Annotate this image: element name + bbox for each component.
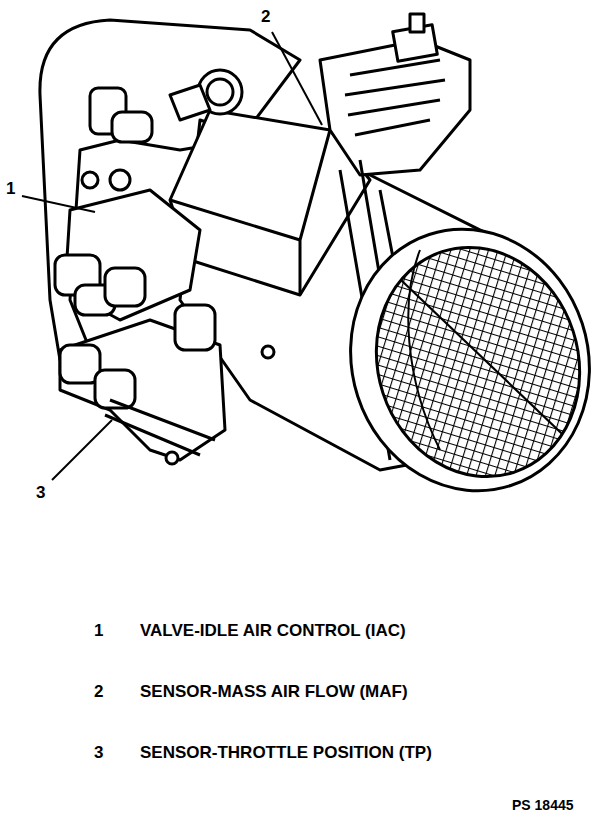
key-number: 1 (94, 622, 103, 639)
callout-number: 2 (261, 8, 270, 25)
key-text: VALVE-IDLE AIR CONTROL (IAC) (140, 622, 406, 639)
callout-number: 3 (36, 484, 45, 501)
key-text: SENSOR-MASS AIR FLOW (MAF) (140, 683, 408, 700)
key-number: 3 (94, 744, 103, 761)
figure-code: PS 18445 (512, 798, 574, 812)
callout-number: 1 (6, 180, 15, 197)
key-text: SENSOR-THROTTLE POSITION (TP) (140, 744, 432, 761)
key-number: 2 (94, 683, 103, 700)
